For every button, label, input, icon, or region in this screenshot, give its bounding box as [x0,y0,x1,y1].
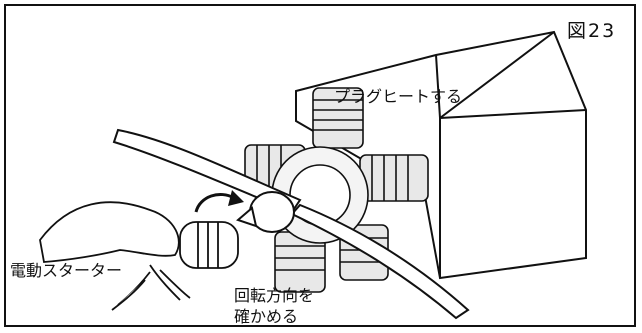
electric-starter [111,221,239,311]
electric-starter-label: 電動スターター [10,261,123,280]
rotation-check-label-line2: 確かめる [234,307,299,326]
radial-engine [244,87,429,293]
hand [39,201,191,301]
figure-number: 図23 [567,20,617,42]
rotation-check-label-line1: 回転方向を [234,286,315,305]
rotation-arrow-head [228,190,244,206]
rotation-arrow [194,193,235,213]
plug-heat-label: プラグヒートする [334,87,463,106]
propeller [112,128,470,320]
